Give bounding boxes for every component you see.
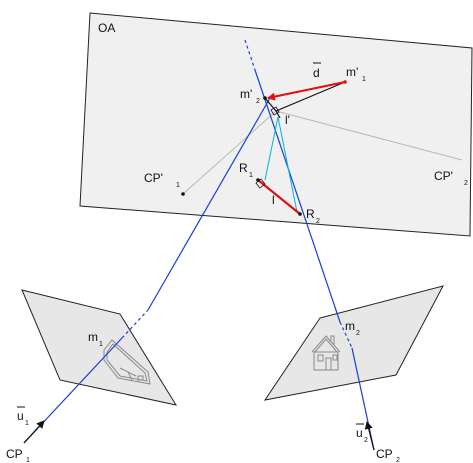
segment-r1-r2 xyxy=(257,179,301,215)
house-projection-left-icon xyxy=(103,339,151,385)
construction-line-cp1 xyxy=(182,110,277,195)
segment-lp-m1p xyxy=(275,81,346,112)
vector-u1 xyxy=(23,420,45,444)
label-m2: m xyxy=(345,319,355,333)
right-angle-marker-lp xyxy=(270,106,280,116)
label-m1: m xyxy=(88,330,98,344)
point-m1-prime xyxy=(343,80,347,84)
label-r1-sub: 1 xyxy=(249,172,253,179)
label-r2: R xyxy=(306,207,315,221)
label-cp2-sub: 2 xyxy=(396,457,400,463)
label-r1: R xyxy=(239,161,248,175)
label-m2-prime: m' xyxy=(240,87,252,101)
label-cp1-prime-sub: 1 xyxy=(176,182,180,189)
label-u2: u xyxy=(356,426,363,440)
label-cp2-prime-sub: 2 xyxy=(464,180,468,187)
label-cp1: CP xyxy=(6,447,23,461)
label-u2-sub: 2 xyxy=(364,437,368,444)
point-m2-prime xyxy=(263,96,267,100)
label-m2-prime-sub: 2 xyxy=(256,98,260,105)
label-cp1-prime: CP' xyxy=(144,171,163,185)
projection-line-r1 xyxy=(264,116,279,181)
label-u1: u xyxy=(17,409,24,423)
label-m1-sub: 1 xyxy=(99,341,103,348)
label-u1-sub: 1 xyxy=(25,420,29,427)
label-m1-prime: m' xyxy=(346,65,358,79)
label-cp1-sub: 1 xyxy=(26,457,30,463)
vector-d xyxy=(267,81,346,101)
plane-label-oa: OA xyxy=(98,21,115,35)
label-m1-prime-sub: 1 xyxy=(362,76,366,83)
segment-lp-short xyxy=(275,110,281,119)
label-cp2-prime: CP' xyxy=(434,169,453,183)
ray-2-solid-upper xyxy=(254,69,341,323)
label-m2-sub: 2 xyxy=(356,330,360,337)
point-r1 xyxy=(256,178,260,182)
label-r2-sub: 2 xyxy=(316,218,320,225)
segment-m2p-lp xyxy=(264,97,277,112)
label-l-prime: l' xyxy=(285,113,290,127)
ray-1-dashed xyxy=(121,309,149,339)
label-l: l xyxy=(272,193,275,207)
point-r2 xyxy=(298,212,302,216)
label-d: d xyxy=(313,66,320,80)
ray-2-dashed-mid xyxy=(339,321,353,349)
ray-1-solid-upper xyxy=(147,97,271,311)
vector-u2 xyxy=(364,421,375,451)
image-plane-right xyxy=(263,285,444,401)
ray-2-dashed-top xyxy=(244,39,256,71)
point-cp1-prime xyxy=(181,192,185,196)
house-projection-right-icon xyxy=(311,335,341,371)
construction-line-cp2 xyxy=(275,110,463,161)
label-cp2: CP xyxy=(376,447,393,461)
projection-line-r2 xyxy=(277,116,298,213)
